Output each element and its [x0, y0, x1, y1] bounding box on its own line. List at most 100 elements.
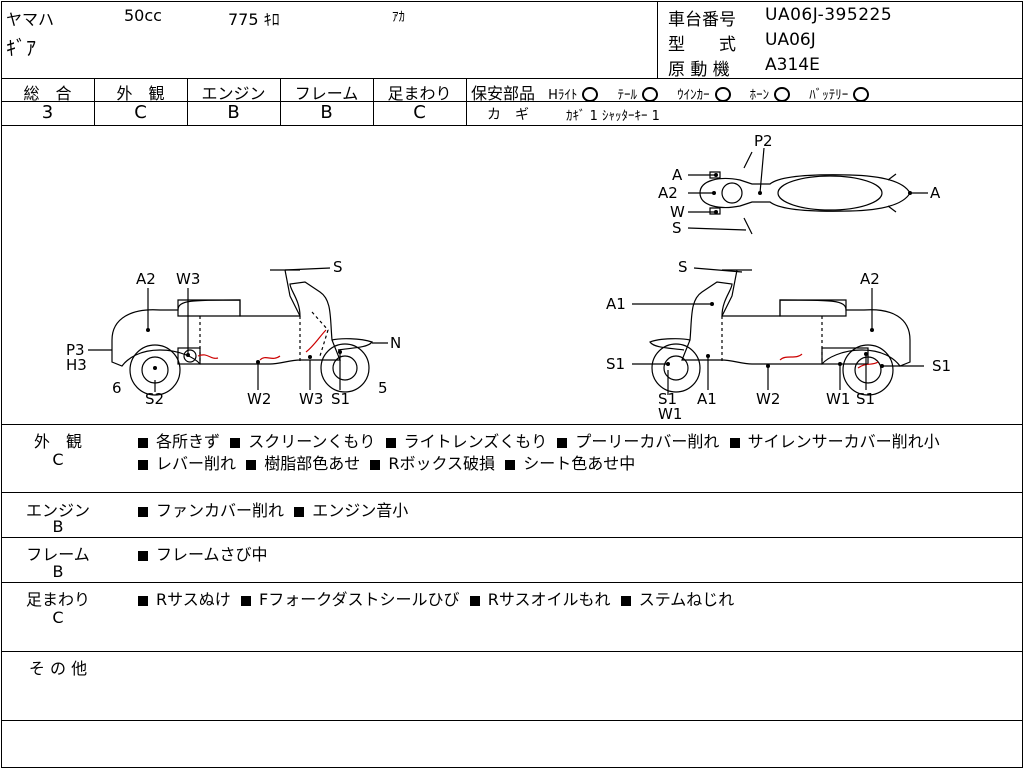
engine-value: A314E [765, 55, 820, 75]
bullet-square-icon [469, 596, 480, 606]
key-label: カ ギ [487, 107, 529, 123]
diagram-label: W3 [176, 270, 200, 288]
note-line-exterior-1: 各所きず スクリーンくもり ライトレンズくもり プーリーカバー削れ サイレンサー… [138, 428, 940, 452]
diagram-label: N [390, 334, 401, 352]
damage-dots [146, 173, 912, 370]
divider [1, 582, 1022, 583]
ok-circle-icon [853, 87, 870, 102]
diagram-label: 5 [378, 379, 388, 397]
diagram-label: S [678, 258, 688, 276]
grade-header-engine: エンジン [201, 84, 266, 103]
divider [1, 537, 1022, 538]
bullet-square-icon [385, 438, 396, 448]
diagram-label: S [333, 258, 343, 276]
note-title-other: そ の 他 [28, 659, 88, 678]
note-grade-engine: B [52, 517, 64, 536]
safety-row: 保安部品 Hﾗｲﾄ ﾃｰﾙ ｳｲﾝｶｰ ﾎｰﾝ ﾊﾞｯﾃﾘｰ [471, 80, 870, 104]
diagram-label: A2 [136, 270, 156, 288]
note-line-suspension-1: Rサスぬけ Fフォークダストシールひび Rサスオイルもれ ステムねじれ [138, 586, 734, 610]
grade-header-frame: フレーム [294, 84, 359, 103]
diagram-label: P3 [66, 341, 85, 359]
diagram-label: S1 [331, 390, 350, 408]
model-name: ｷﾞｱ [6, 36, 36, 60]
diagram-label: W1 [826, 390, 850, 408]
bullet-square-icon [370, 460, 381, 470]
diagram-label: A1 [606, 295, 626, 313]
engine-label: 原 動 機 [668, 60, 730, 80]
diagram-label: H3 [66, 356, 87, 374]
grade-header-exterior: 外 観 [116, 84, 165, 103]
divider [1, 125, 1022, 126]
safety-label: 保安部品 [471, 84, 536, 103]
bullet-square-icon [138, 507, 148, 517]
diagram-label: A1 [697, 390, 717, 408]
diagram-label: S1 [658, 390, 677, 408]
leader-lines [88, 147, 928, 395]
ok-circle-icon [714, 87, 731, 102]
note-grade-exterior: C [52, 450, 64, 469]
safety-item-tail: ﾃｰﾙ [617, 87, 658, 103]
note-title-engine: エンジン [25, 501, 90, 520]
divider [373, 78, 374, 125]
bullet-square-icon [138, 460, 148, 470]
safety-item-battery: ﾊﾞｯﾃﾘｰ [809, 87, 870, 103]
bullet-square-icon [230, 438, 241, 448]
key-value: ｶｷﾞ 1 ｼｬｯﾀｰｷｰ 1 [566, 109, 660, 124]
ok-circle-icon [774, 87, 791, 102]
ok-circle-icon [582, 87, 599, 102]
bullet-square-icon [240, 596, 251, 606]
frame-no: UA06J-395225 [765, 5, 893, 25]
bullet-square-icon [138, 438, 148, 448]
color: ｱｶ [392, 10, 405, 25]
safety-item-horn: ﾎｰﾝ [750, 87, 791, 103]
bullet-square-icon [557, 438, 568, 448]
note-grade-frame: B [52, 562, 64, 581]
diagram-label: S2 [145, 390, 164, 408]
diagram-label: A2 [658, 184, 678, 202]
divider [1, 78, 1022, 79]
divider [1, 101, 1022, 102]
bullet-square-icon [294, 507, 305, 517]
note-line-frame-1: フレームさび中 [138, 541, 268, 565]
diagram-label: S1 [932, 357, 951, 375]
note-title-frame: フレーム [26, 545, 90, 564]
diagram-label: W2 [247, 390, 271, 408]
grade-exterior: C [134, 102, 147, 123]
diagram-label: W1 [658, 405, 682, 423]
note-line-exterior-2: レバー削れ 樹脂部色あせ Rボックス破損 シート色あせ中 [138, 450, 635, 474]
grade-engine: B [227, 102, 240, 123]
diagram-label: S1 [856, 390, 875, 408]
diagram-label: P2 [754, 132, 773, 150]
displacement: 50cc [124, 6, 162, 25]
bullet-square-icon [138, 551, 148, 561]
diagram-label: S [672, 219, 682, 237]
divider [280, 78, 281, 125]
type-label: 型 式 [668, 35, 736, 55]
bullet-square-icon [620, 596, 631, 606]
diagram-label: W2 [756, 390, 780, 408]
diagram-label: W3 [299, 390, 323, 408]
bullet-square-icon [246, 460, 257, 470]
divider [187, 78, 188, 125]
grade-overall: 3 [41, 102, 54, 123]
diagram-label: A2 [860, 270, 880, 288]
maker: ヤマハ [6, 10, 55, 29]
divider [1, 492, 1022, 493]
note-title-exterior: 外 観 [33, 432, 82, 451]
diagram-label: A [672, 166, 683, 184]
note-title-suspension: 足まわり [25, 590, 90, 609]
type-value: UA06J [765, 30, 816, 50]
ok-circle-icon [641, 87, 658, 102]
divider [1, 651, 1022, 652]
grade-suspension: C [413, 102, 426, 123]
grade-header-overall: 総 合 [23, 84, 72, 103]
diagram-label: A [930, 184, 941, 202]
safety-item-headlight: Hﾗｲﾄ [548, 87, 599, 103]
diagram-label: S1 [606, 355, 625, 373]
note-line-engine-1: ファンカバー削れ エンジン音小 [138, 497, 408, 521]
bullet-square-icon [729, 438, 740, 448]
divider [466, 78, 467, 125]
bullet-square-icon [505, 460, 516, 470]
frame-no-label: 車台番号 [668, 10, 736, 30]
